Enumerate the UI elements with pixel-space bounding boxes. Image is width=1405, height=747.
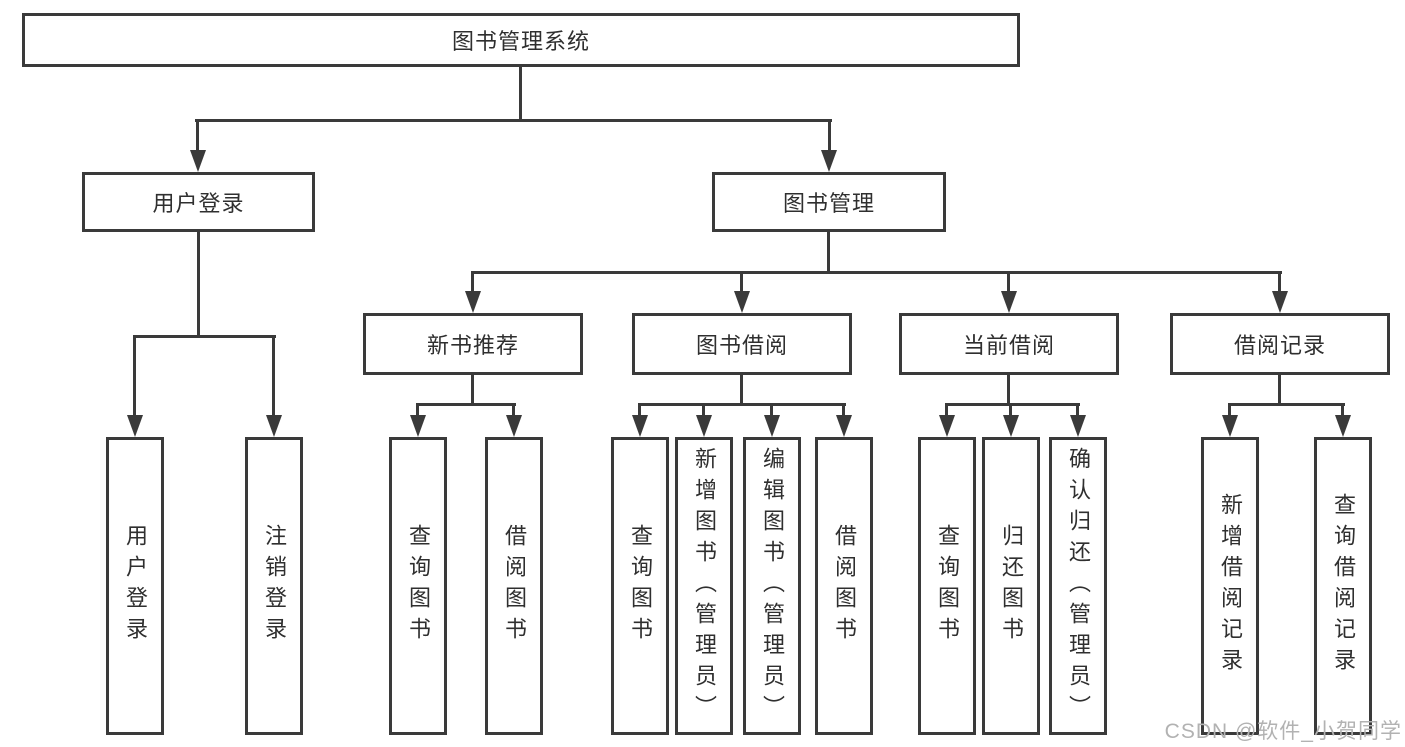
- connector-line: [1007, 271, 1010, 293]
- csdn-watermark: CSDN @软件_小贺同学: [1164, 720, 1402, 743]
- leaf-user-login: 用户登录: [106, 437, 164, 735]
- leaf-return-books: 归还图书: [982, 437, 1040, 735]
- connector-line: [1278, 271, 1281, 293]
- connector-line: [638, 403, 641, 417]
- connector-line: [828, 119, 831, 152]
- connector-line: [416, 403, 419, 417]
- connector-line: [638, 403, 846, 406]
- connector-line: [272, 335, 275, 415]
- leaf-query-books-borrowing: 查询图书: [611, 437, 669, 735]
- connector-line: [512, 403, 515, 417]
- connector-line: [1076, 403, 1079, 417]
- arrow-down-icon: [1222, 415, 1238, 437]
- node-user-login-group: 用户登录: [82, 172, 315, 232]
- connector-line: [471, 271, 1282, 274]
- connector-line: [471, 375, 474, 406]
- arrow-down-icon: [1335, 415, 1351, 437]
- connector-line: [945, 403, 1080, 406]
- leaf-label: 编辑图书（管理员）: [760, 446, 785, 726]
- node-new-book-recommendation: 新书推荐: [363, 313, 583, 375]
- leaf-confirm-return-admin: 确认归还（管理员）: [1049, 437, 1107, 735]
- connector-line: [519, 66, 522, 122]
- leaf-label: 新增借阅记录: [1218, 493, 1243, 679]
- leaf-label: 用户登录: [123, 524, 148, 648]
- arrow-down-icon: [764, 415, 780, 437]
- leaf-label: 注销登录: [262, 524, 287, 648]
- node-label: 当前借阅: [962, 333, 1055, 358]
- node-label: 图书管理系统: [451, 29, 590, 54]
- connector-line: [842, 403, 845, 417]
- leaf-label: 查询图书: [935, 524, 960, 648]
- arrow-down-icon: [734, 291, 750, 313]
- leaf-label: 借阅图书: [832, 524, 857, 648]
- leaf-borrow-books-recommend: 借阅图书: [485, 437, 543, 735]
- arrow-down-icon: [1070, 415, 1086, 437]
- leaf-label: 新增图书（管理员）: [692, 446, 717, 726]
- arrow-down-icon: [1272, 291, 1288, 313]
- leaf-edit-books-admin: 编辑图书（管理员）: [743, 437, 801, 735]
- connector-line: [133, 335, 276, 338]
- node-label: 图书管理: [782, 191, 875, 216]
- node-label: 图书借阅: [695, 333, 788, 358]
- leaf-add-borrowing-record: 新增借阅记录: [1201, 437, 1259, 735]
- leaf-label: 归还图书: [999, 524, 1024, 648]
- leaf-query-borrowing-record: 查询借阅记录: [1314, 437, 1372, 735]
- arrow-down-icon: [939, 415, 955, 437]
- connector-line: [471, 271, 474, 293]
- arrow-down-icon: [1001, 291, 1017, 313]
- connector-line: [1228, 403, 1231, 417]
- arrow-down-icon: [266, 415, 282, 437]
- arrow-down-icon: [821, 150, 837, 172]
- leaf-logout: 注销登录: [245, 437, 303, 735]
- node-current-borrowing: 当前借阅: [899, 313, 1119, 375]
- node-book-borrowing: 图书借阅: [632, 313, 852, 375]
- connector-line: [1228, 403, 1345, 406]
- connector-line: [1278, 375, 1281, 406]
- connector-line: [770, 403, 773, 417]
- connector-line: [740, 375, 743, 406]
- arrow-down-icon: [127, 415, 143, 437]
- connector-line: [1341, 403, 1344, 417]
- leaf-query-books-recommend: 查询图书: [389, 437, 447, 735]
- leaf-query-books-current: 查询图书: [918, 437, 976, 735]
- connector-line: [196, 119, 199, 152]
- arrow-down-icon: [465, 291, 481, 313]
- connector-line: [197, 232, 200, 338]
- leaf-label: 确认归还（管理员）: [1066, 446, 1091, 726]
- node-library-management-system: 图书管理系统: [22, 13, 1020, 67]
- arrow-down-icon: [506, 415, 522, 437]
- connector-line: [740, 271, 743, 293]
- arrow-down-icon: [1003, 415, 1019, 437]
- connector-line: [133, 335, 136, 415]
- arrow-down-icon: [410, 415, 426, 437]
- node-book-management-group: 图书管理: [712, 172, 946, 232]
- connector-line: [416, 403, 516, 406]
- connector-line: [702, 403, 705, 417]
- connector-line: [1007, 375, 1010, 406]
- node-label: 用户登录: [152, 191, 245, 216]
- leaf-label: 查询图书: [628, 524, 653, 648]
- arrow-down-icon: [836, 415, 852, 437]
- connector-line: [827, 232, 830, 274]
- leaf-label: 查询图书: [406, 524, 431, 648]
- leaf-borrow-books: 借阅图书: [815, 437, 873, 735]
- leaf-label: 查询借阅记录: [1331, 493, 1356, 679]
- connector-line: [195, 119, 832, 122]
- arrow-down-icon: [190, 150, 206, 172]
- arrow-down-icon: [696, 415, 712, 437]
- leaf-add-books-admin: 新增图书（管理员）: [675, 437, 733, 735]
- connector-line: [945, 403, 948, 417]
- leaf-label: 借阅图书: [502, 524, 527, 648]
- node-label: 借阅记录: [1233, 333, 1326, 358]
- node-label: 新书推荐: [426, 333, 519, 358]
- arrow-down-icon: [632, 415, 648, 437]
- connector-line: [1009, 403, 1012, 417]
- node-borrowing-records: 借阅记录: [1170, 313, 1390, 375]
